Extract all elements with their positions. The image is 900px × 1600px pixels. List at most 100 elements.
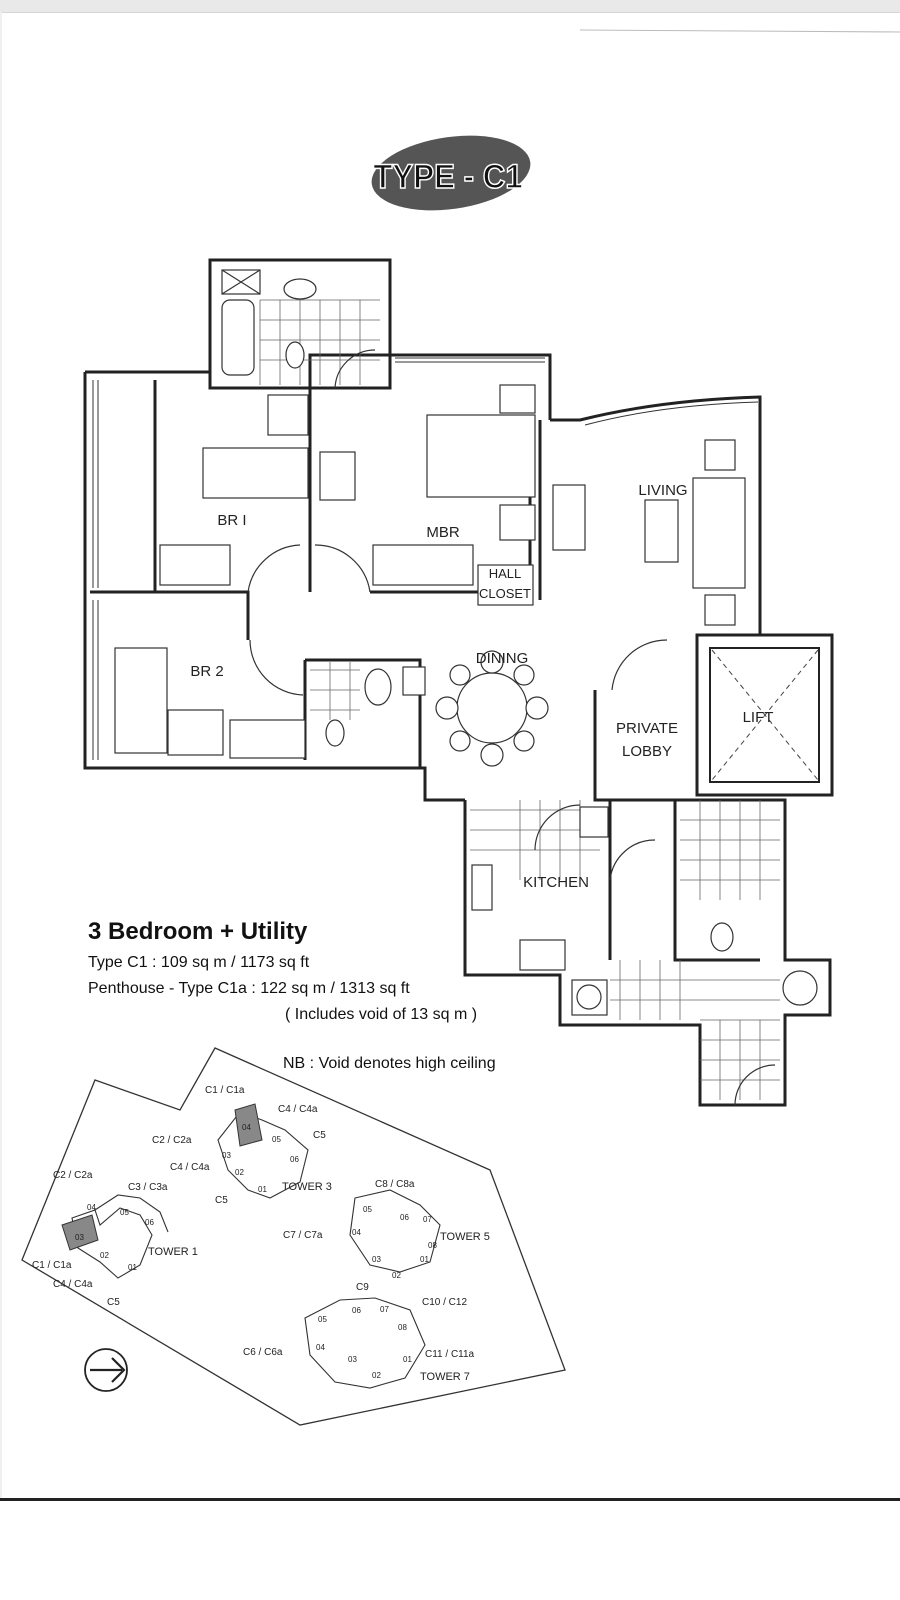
type-badge-ellipse: [371, 135, 531, 211]
label-private: PRIVATE: [616, 720, 678, 737]
unit-no: 04: [352, 1228, 361, 1237]
kitchen-sink: [471, 864, 493, 911]
kitchen-hood: [579, 806, 609, 838]
lift-shaft-wall: [695, 633, 834, 797]
t3-c5b: C5: [215, 1195, 228, 1206]
door-mbr: [314, 544, 371, 593]
bath2-basin: [364, 668, 392, 706]
bath1-cabinet-x2: [221, 269, 261, 295]
t1-c3: C3 / C3a: [128, 1182, 168, 1193]
door-yard: [734, 1064, 776, 1106]
unit-no: 08: [428, 1241, 437, 1250]
utility-bin: [782, 970, 818, 1006]
living-table: [644, 499, 679, 563]
bath1-tiles: [259, 299, 380, 385]
site-labels: C2 / C2a C3 / C3a C1 / C1a C4 / C4a C5 T…: [32, 1085, 490, 1383]
utility-toilet: [710, 922, 734, 952]
unit-no: 08: [398, 1323, 407, 1332]
unit-no: 02: [235, 1168, 244, 1177]
br2-north-wall: [90, 590, 250, 640]
chair: [480, 743, 504, 767]
label-mbr: MBR: [426, 524, 460, 541]
tower3-highlight: [234, 1103, 263, 1147]
unit-no: 01: [420, 1255, 429, 1264]
label-kitchen: KITCHEN: [523, 874, 589, 891]
t1-c4: C4 / C4a: [53, 1279, 93, 1290]
unit-no: 02: [372, 1371, 381, 1380]
door-bath1: [334, 349, 376, 389]
chair: [435, 696, 459, 720]
br2-wardrobe: [229, 719, 306, 759]
unit-no: 05: [318, 1315, 327, 1324]
unit-no: 06: [290, 1155, 299, 1164]
bottom-rule: [0, 1498, 900, 1501]
type-badge: TYPE - C1: [371, 135, 531, 211]
tower7-name: TOWER 7: [420, 1371, 470, 1383]
bath2-tiles: [310, 662, 360, 720]
unit-no: 06: [145, 1218, 154, 1227]
door-br1: [247, 544, 301, 593]
t3-c2: C2 / C2a: [152, 1135, 192, 1146]
washer-drum: [576, 984, 602, 1010]
site-boundary: [21, 1047, 566, 1426]
tower1-wing: [94, 1194, 169, 1233]
lobby-wall: [593, 690, 680, 802]
unit-no: 02: [100, 1251, 109, 1260]
t7-c11: C11 / C11a: [425, 1349, 475, 1360]
unit-no: 04: [316, 1343, 325, 1352]
br2-desk: [167, 709, 224, 756]
utility-tiles: [680, 800, 780, 900]
window-br1: [92, 380, 99, 588]
chair: [513, 664, 535, 686]
chair: [480, 650, 504, 674]
label-lift: LIFT: [743, 709, 774, 726]
mbr-nightstand-2: [499, 504, 536, 541]
t5-c9: C9: [356, 1282, 369, 1293]
lift-x-line-2: [711, 649, 819, 781]
north-arrow-icon: [84, 1348, 128, 1392]
window-br2: [92, 600, 99, 760]
kitchen-hob: [519, 939, 566, 971]
tower1-highlight: [61, 1214, 99, 1251]
bathtub: [221, 299, 255, 376]
unit-no: 03: [348, 1355, 357, 1364]
top-bar: [0, 0, 900, 13]
tower5-block: [349, 1189, 441, 1273]
door-swings: [247, 349, 776, 1106]
tile-grids: [259, 299, 780, 1100]
label-dining: DINING: [476, 650, 529, 667]
tower3-name: TOWER 3: [282, 1181, 332, 1193]
chair: [525, 696, 549, 720]
unit-no: 01: [403, 1355, 412, 1364]
dining-table: [456, 672, 528, 744]
unit-no: 03: [222, 1151, 231, 1160]
bath1-basin: [283, 278, 317, 300]
living-wall: [550, 395, 762, 637]
unit-no: 04: [242, 1123, 251, 1132]
t1-c2: C2 / C2a: [53, 1170, 93, 1181]
room-labels: BR I MBR HALL CLOSET LIVING BR 2 DINING …: [190, 482, 773, 891]
hall-closet-box: [477, 564, 534, 606]
door-br2: [249, 639, 304, 696]
windows: [92, 357, 759, 760]
t5-c8: C8 / C8a: [375, 1179, 415, 1190]
label-closet: CLOSET: [479, 586, 531, 601]
t1-c5: C5: [107, 1297, 120, 1308]
unit-no: 02: [392, 1271, 401, 1280]
kitchen-utility-wall: [463, 798, 832, 1107]
utility-wall: [673, 800, 760, 962]
door-kitchen: [609, 839, 656, 881]
furniture: [114, 269, 818, 1016]
t3-c5a: C5: [313, 1130, 326, 1141]
tower1-block: [71, 1207, 153, 1279]
unit-no: 01: [128, 1263, 137, 1272]
mbr-bed: [426, 414, 536, 498]
lift-x: [711, 649, 819, 781]
unit-type-title: 3 Bedroom + Utility: [88, 918, 308, 945]
br2-bed: [114, 647, 168, 754]
tower5-name: TOWER 5: [440, 1231, 490, 1243]
void-note-line: ( Includes void of 13 sq m ): [285, 1006, 478, 1023]
living-side-table: [704, 594, 736, 626]
west-south-wall: [83, 372, 465, 802]
